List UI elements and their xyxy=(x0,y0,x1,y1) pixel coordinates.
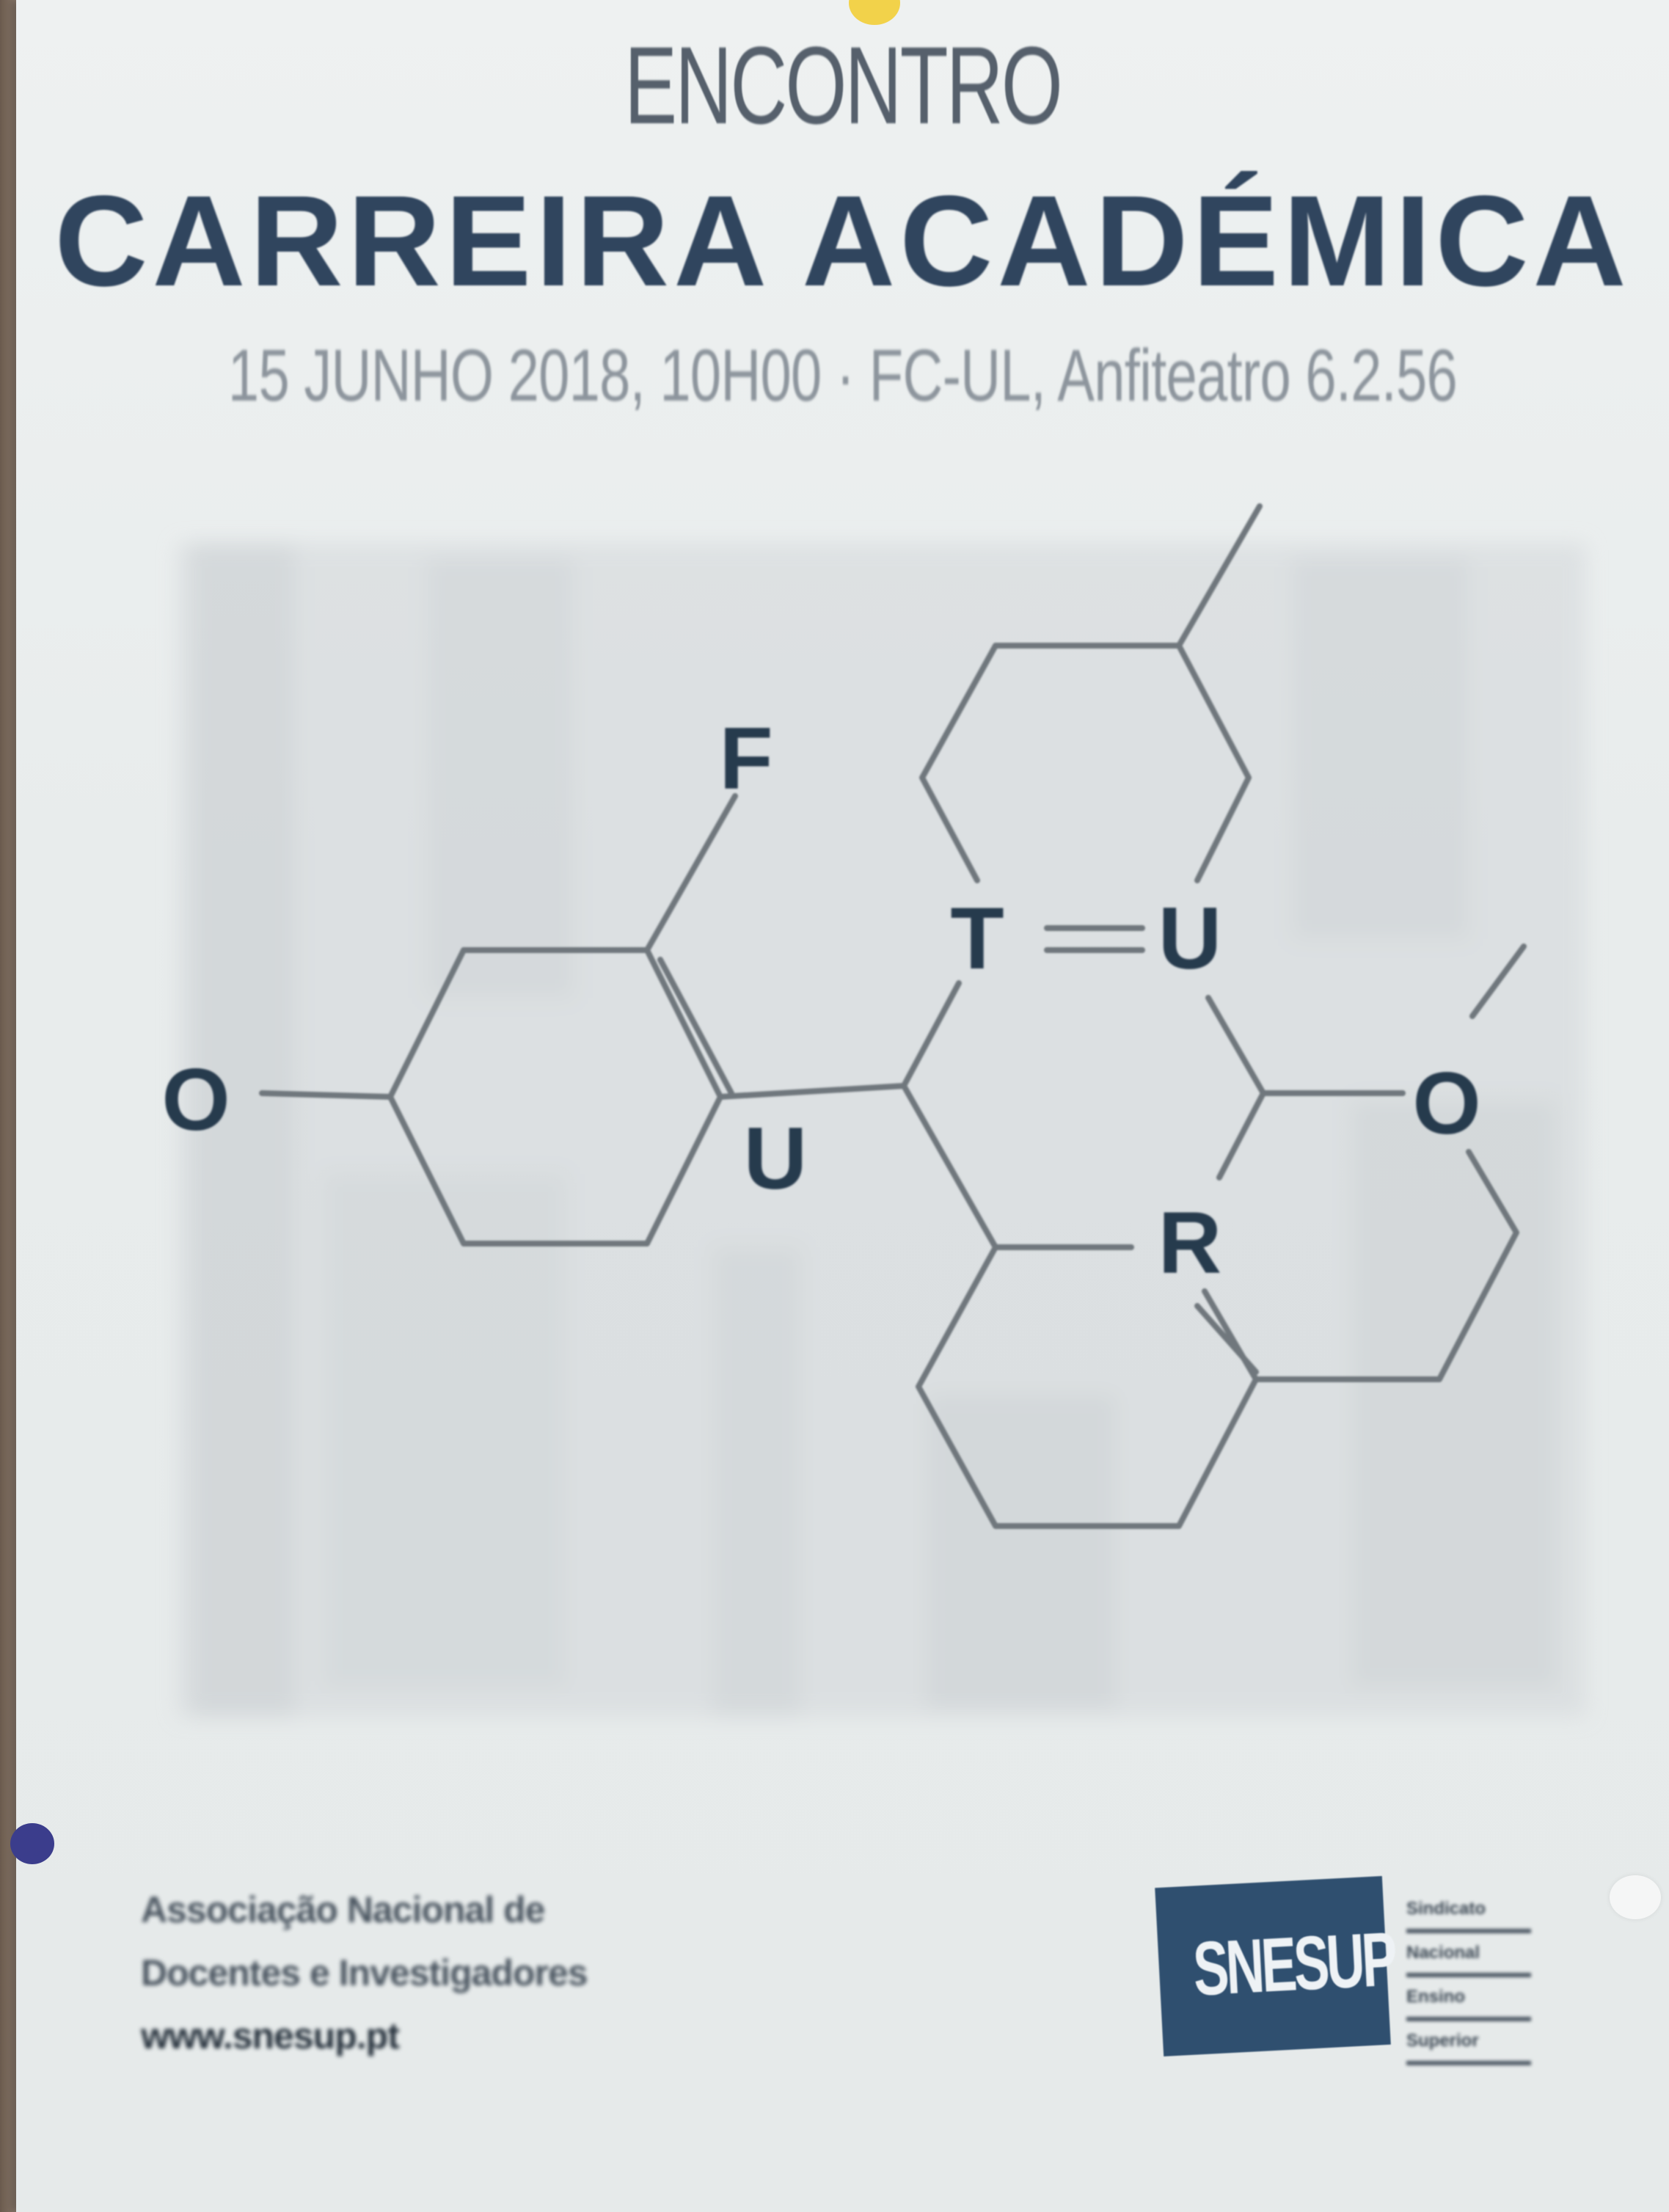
association-url: www.snesup.pt xyxy=(141,2015,400,2056)
wall-edge xyxy=(0,0,16,2212)
atom-r: R xyxy=(1158,1194,1222,1292)
bond-f xyxy=(644,793,738,953)
poster-kicker: ENCONTRO xyxy=(624,23,1063,147)
hexagon-bottom xyxy=(916,1244,1259,1529)
logo-side-line: Ensino xyxy=(1406,1977,1531,2021)
logo-side-text: Sindicato Nacional Ensino Superior xyxy=(1406,1889,1531,2065)
atom-o-left: O xyxy=(161,1051,230,1149)
bond-o-left xyxy=(259,1090,393,1100)
textured-background xyxy=(178,543,1586,1717)
association-name-line1: Associação Nacional de xyxy=(141,1889,545,1930)
hexagon-top xyxy=(919,643,1252,883)
snesup-logo: SNESUP xyxy=(1155,1876,1397,2056)
bond-o-right-methyl xyxy=(1469,943,1527,1019)
event-date-location: 15 JUNHO 2018, 10H00 · FC-UL, Anfiteatro… xyxy=(227,335,1458,417)
blue-pushpin xyxy=(10,1823,54,1864)
double-bond-left xyxy=(657,957,734,1096)
bond-right xyxy=(1205,995,1406,1180)
double-bond-tu xyxy=(1044,925,1145,953)
poster-title: CARREIRA ACADÉMICA xyxy=(54,169,1631,313)
atom-t: T xyxy=(950,889,1004,988)
poster: ENCONTRO CARREIRA ACADÉMICA 15 JUNHO 201… xyxy=(10,0,1669,2212)
logo-side-line: Superior xyxy=(1406,2021,1531,2065)
white-pushpin xyxy=(1610,1875,1661,1919)
molecule-illustration: F T U O U O R xyxy=(161,503,1586,1717)
atom-u-top: U xyxy=(1158,889,1222,988)
logo-side-line: Sindicato xyxy=(1406,1889,1531,1933)
logo-side-line: Nacional xyxy=(1406,1933,1531,1977)
atom-u-mid: U xyxy=(744,1109,808,1208)
snesup-logo-text: SNESUP xyxy=(1191,1916,1397,2012)
atom-f: F xyxy=(719,709,773,808)
association-name-line2: Docentes e Investigadores xyxy=(141,1952,588,1993)
association-block: Associação Nacional de Docentes e Invest… xyxy=(141,1878,654,2067)
bond-top-methyl xyxy=(1176,503,1263,649)
double-bond-right xyxy=(1194,1303,1259,1375)
atom-o-right: O xyxy=(1412,1054,1480,1153)
